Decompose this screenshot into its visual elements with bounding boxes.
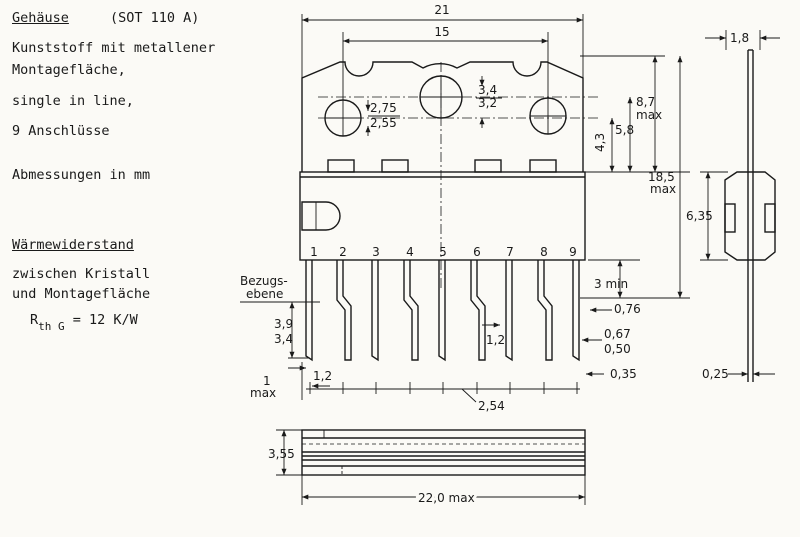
lead-pin bbox=[438, 260, 446, 362]
dim-pitch: 2,54 bbox=[478, 399, 505, 413]
lead-pin bbox=[537, 260, 553, 361]
pin-label: 3 bbox=[372, 245, 380, 259]
dim-side-lead: 0,25 bbox=[702, 367, 729, 381]
pin-labels: 1 2 3 4 5 6 7 8 9 bbox=[310, 245, 577, 259]
lead-pin bbox=[371, 260, 379, 362]
pin-label: 4 bbox=[406, 245, 414, 259]
lead-pin bbox=[470, 260, 486, 361]
dim-side-body: 6,35 bbox=[686, 209, 713, 223]
dim-pin-width: 0,76 bbox=[614, 302, 641, 316]
dim-side-hole-a: 2,75 bbox=[370, 101, 397, 115]
dim-left-margin-a: 1 bbox=[263, 374, 271, 388]
desc-line-3: single in line, bbox=[12, 93, 134, 109]
bottom-view: 3,55 22,0 max bbox=[268, 429, 586, 508]
thermal-line-1: zwischen Kristall bbox=[12, 266, 151, 282]
rth-subscript: th G bbox=[38, 320, 65, 333]
dim-hole-height: 5,8 bbox=[615, 123, 634, 137]
rth-value: = 12 K/W bbox=[72, 312, 138, 328]
dim-bend-b: 3,4 bbox=[274, 332, 293, 346]
desc-line-4: 9 Anschlüsse bbox=[12, 123, 110, 139]
dim-bottom-length: 22,0 max bbox=[418, 491, 475, 505]
pin-label: 5 bbox=[439, 245, 447, 259]
dim-pin-min: 3 min bbox=[594, 277, 628, 291]
dim-lead-pitch-off: 1,2 bbox=[486, 333, 505, 347]
dim-bottom-height: 3,55 bbox=[268, 447, 295, 461]
dim-hole-offset: 4,3 bbox=[593, 133, 607, 152]
lead-pin bbox=[336, 260, 352, 361]
dim-hole-spacing: 15 bbox=[434, 25, 449, 39]
thermal-resistance: Rth G = 12 K/W bbox=[30, 312, 138, 333]
dim-lead-thk-b: 0,50 bbox=[604, 342, 631, 356]
dim-bend-a: 3,9 bbox=[274, 317, 293, 331]
mounting-tab bbox=[301, 61, 584, 172]
package-code: (SOT 110 A) bbox=[110, 10, 200, 26]
front-view bbox=[299, 61, 600, 290]
units-note: Abmessungen in mm bbox=[12, 167, 151, 183]
ref-plane-a: Bezugs- bbox=[240, 274, 288, 288]
pin-label: 6 bbox=[473, 245, 481, 259]
dim-left-margin-b: max bbox=[250, 386, 276, 400]
front-dimensions: 21 15 3,4 3,2 2,75 2,55 8,7 max 5,8 4,3 … bbox=[240, 3, 690, 413]
dim-lead-thk-a: 0,67 bbox=[604, 327, 631, 341]
plastic-body bbox=[299, 171, 586, 261]
ref-plane-b: ebene bbox=[246, 287, 283, 301]
side-view: 1,8 6,35 0,25 bbox=[686, 30, 780, 382]
rth-symbol: R bbox=[30, 312, 39, 328]
pin-label: 7 bbox=[506, 245, 514, 259]
dim-lead-tip: 0,35 bbox=[610, 367, 637, 381]
pin1-notch bbox=[301, 201, 341, 231]
leads bbox=[305, 260, 580, 362]
dim-height-total-a: 18,5 bbox=[648, 170, 675, 184]
lead-pin bbox=[505, 260, 513, 362]
side-body bbox=[724, 171, 776, 261]
desc-line-1: Kunststoff mit metallener bbox=[12, 40, 216, 56]
dim-tab-height-a: 8,7 bbox=[636, 95, 655, 109]
thermal-line-2: und Montagefläche bbox=[12, 286, 151, 302]
dim-side-width: 1,8 bbox=[730, 31, 749, 45]
dim-side-hole-b: 2,55 bbox=[370, 116, 397, 130]
dim-width-total: 21 bbox=[434, 3, 449, 17]
pin-label: 8 bbox=[540, 245, 548, 259]
dim-center-hole-a: 3,4 bbox=[478, 83, 497, 97]
dim-tab-height-b: max bbox=[636, 108, 662, 122]
dim-left-off: 1,2 bbox=[313, 369, 332, 383]
dim-height-total-b: max bbox=[650, 182, 676, 196]
desc-line-2: Montagefläche, bbox=[12, 62, 126, 78]
dim-center-hole-b: 3,2 bbox=[478, 96, 497, 110]
pin-label: 9 bbox=[569, 245, 577, 259]
lead-pin bbox=[305, 260, 313, 362]
package-title: Gehäuse bbox=[12, 10, 69, 26]
lead-pin bbox=[572, 260, 580, 362]
pin-label: 2 bbox=[339, 245, 347, 259]
thermal-title: Wärmewiderstand bbox=[12, 237, 134, 253]
lead-pin bbox=[403, 260, 419, 361]
pin-label: 1 bbox=[310, 245, 318, 259]
